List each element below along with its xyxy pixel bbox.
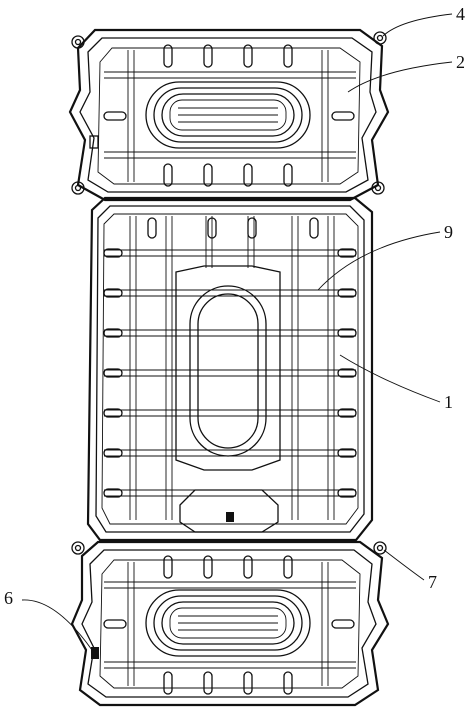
- callout-4: 4: [456, 4, 465, 24]
- leader-lines: [21, 13, 453, 651]
- top-tray: [68, 28, 390, 202]
- callout-7: 7: [428, 572, 437, 592]
- callout-6: 6: [4, 588, 13, 608]
- callout-9: 9: [444, 222, 453, 242]
- callout-labels: 4 2 9 1 6 7: [4, 4, 465, 608]
- bottom-tray: [70, 540, 390, 707]
- callout-2: 2: [456, 52, 465, 72]
- main-tray: [86, 196, 374, 542]
- callout-1: 1: [444, 392, 453, 412]
- bottom-side-tab: [91, 647, 99, 659]
